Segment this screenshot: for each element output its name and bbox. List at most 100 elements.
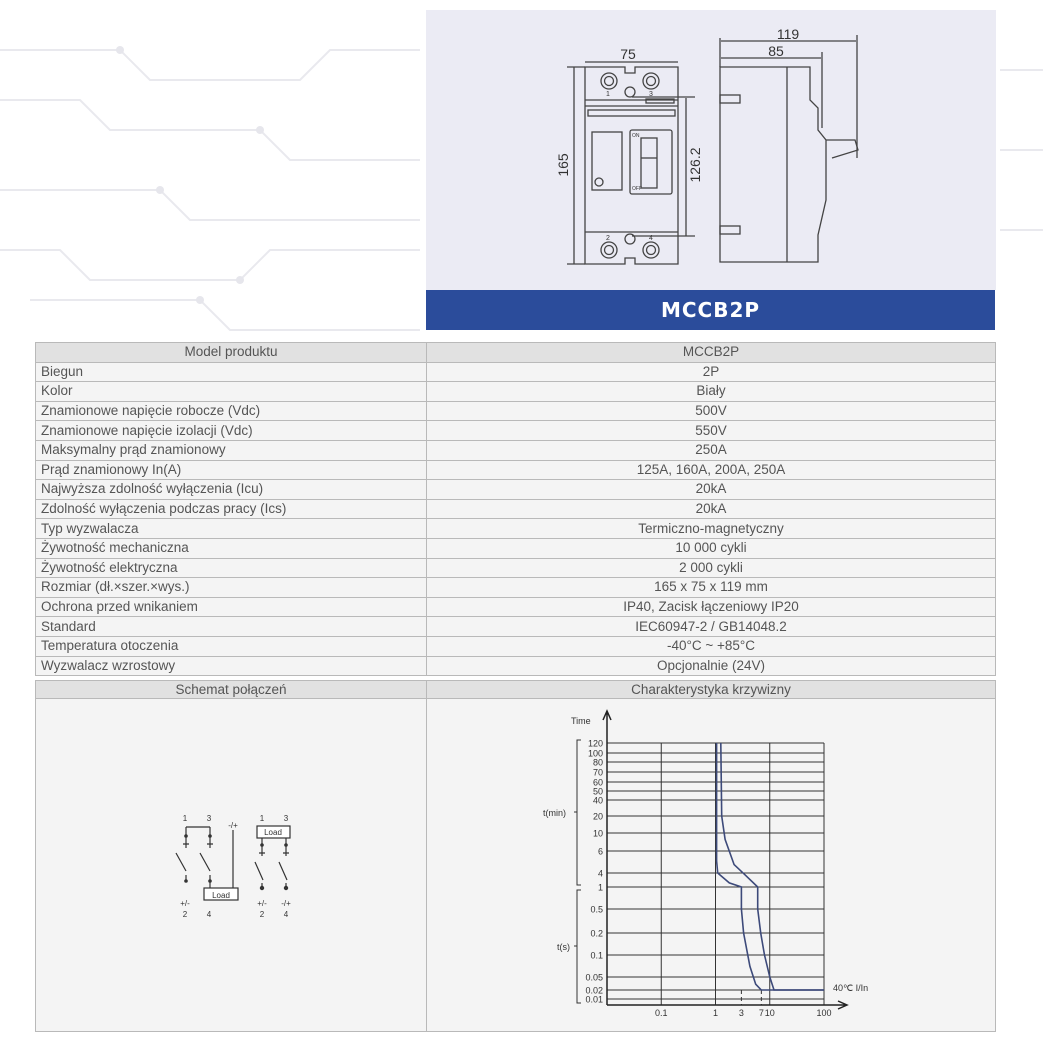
spec-row: Najwyższa zdolność wyłączenia (Icu)20kA <box>35 479 996 500</box>
x-tick-label: 100 <box>816 1008 831 1018</box>
y-tick-label: 60 <box>593 778 603 788</box>
curve-title: Charakterystyka krzywizny <box>426 680 996 699</box>
spec-row: Prąd znamionowy In(A)125A, 160A, 200A, 2… <box>35 459 996 481</box>
terminal-label: 2 <box>606 235 610 242</box>
x-tick-label: 3 <box>739 1008 744 1018</box>
spec-value: 2P <box>426 361 996 383</box>
terminal-label: 3 <box>649 91 653 98</box>
dimension-drawing: 75 119 85 165 126.2 ON OFF 1 3 2 4 <box>555 26 859 265</box>
y-tick-label: 4 <box>598 869 603 879</box>
y-tick-label: 0.2 <box>590 929 603 939</box>
schematic-title: Schemat połączeń <box>35 680 427 699</box>
x-tick-label: 7 <box>759 1008 764 1018</box>
y-tick-label: 6 <box>598 847 603 857</box>
terminal-label: 3 <box>207 814 212 823</box>
circuit-background-pattern <box>0 46 1043 331</box>
y-tick-label: 0.02 <box>585 986 603 996</box>
spec-value: IEC60947-2 / GB14048.2 <box>426 616 996 637</box>
diagrams-section: Schemat połączeń Charakterystyka krzywiz… <box>35 680 996 1032</box>
spec-value: Opcjonalnie (24V) <box>426 655 996 677</box>
y-tick-label: 50 <box>593 787 603 797</box>
load-label: Load <box>264 828 282 837</box>
y-tick-label: 120 <box>588 739 603 749</box>
spec-value: 10 000 cykli <box>426 537 996 559</box>
polarity-label: -/+ <box>228 821 238 830</box>
spec-label: Standard <box>35 616 427 637</box>
trip-curve-lower-bound <box>715 743 824 991</box>
spec-value: -40°C ~ +85°C <box>426 635 996 657</box>
y-tick-label: 0.01 <box>585 995 603 1005</box>
spec-table-header: Model produktu MCCB2P <box>35 342 996 363</box>
x-tick-label: 0.1 <box>655 1008 668 1018</box>
y-group-brackets <box>574 739 581 1004</box>
spec-label: Maksymalny prąd znamionowy <box>35 439 427 461</box>
switch-off-label: OFF <box>632 186 642 192</box>
spec-value: 20kA <box>426 479 996 500</box>
y-tick-label: 100 <box>588 749 603 759</box>
header-cell: MCCB2P <box>426 342 996 363</box>
dim-depth-body: 85 <box>768 43 784 59</box>
spec-value: Termiczno-magnetyczny <box>426 518 996 539</box>
terminal-label: 2 <box>260 910 265 919</box>
polarity-label: +/- <box>257 899 267 908</box>
y-tick-label: 0.5 <box>590 905 603 915</box>
y-group-label-min: t(min) <box>543 808 566 818</box>
spec-value: 500V <box>426 400 996 422</box>
terminal-label: 4 <box>649 235 653 242</box>
spec-value: IP40, Zacisk łączeniowy IP20 <box>426 596 996 618</box>
load-label: Load <box>212 891 230 900</box>
y-axis-label: Time <box>571 716 591 726</box>
spec-value: 550V <box>426 420 996 441</box>
dim-depth-total: 119 <box>777 26 800 42</box>
spec-label: Wyzwalacz wzrostowy <box>35 655 427 677</box>
spec-value: 250A <box>426 439 996 461</box>
y-tick-label: 0.1 <box>590 951 603 961</box>
dim-mount-height: 126.2 <box>687 147 703 182</box>
spec-label: Rozmiar (dł.×szer.×wys.) <box>35 577 427 598</box>
spec-label: Biegun <box>35 361 427 383</box>
spec-label: Kolor <box>35 381 427 402</box>
spec-label: Najwyższa zdolność wyłączenia (Icu) <box>35 479 427 500</box>
spec-row: Znamionowe napięcie robocze (Vdc)500V <box>35 400 996 422</box>
y-tick-label: 1 <box>598 883 603 893</box>
y-tick-label: 20 <box>593 812 603 822</box>
spec-value: 165 x 75 x 119 mm <box>426 577 996 598</box>
x-tick-label: 10 <box>765 1008 775 1018</box>
trip-curve-chart: Time t(min) t(s) 40℃ I/In 12010080706050… <box>543 709 868 1018</box>
switch-on-label: ON <box>632 133 640 139</box>
terminal-label: 4 <box>207 910 212 919</box>
y-tick-label: 80 <box>593 758 603 768</box>
spec-label: Typ wyzwalacza <box>35 518 427 539</box>
spec-row: Zdolność wyłączenia podczas pracy (Ics)2… <box>35 498 996 520</box>
terminal-label: 1 <box>260 814 265 823</box>
spec-label: Zdolność wyłączenia podczas pracy (Ics) <box>35 498 427 520</box>
trip-curve-upper-bound <box>720 742 824 991</box>
spec-row: Znamionowe napięcie izolacji (Vdc)550V <box>35 420 996 441</box>
polarity-label: +/- <box>180 899 190 908</box>
terminal-label: 2 <box>183 910 188 919</box>
spec-label: Znamionowe napięcie robocze (Vdc) <box>35 400 427 422</box>
front-body-outline <box>584 66 679 265</box>
y-tick-label: 40 <box>593 796 603 806</box>
terminal-label: 3 <box>284 814 289 823</box>
dimension-drawing-panel: 75 119 85 165 126.2 ON OFF 1 3 2 4 <box>426 10 996 290</box>
spec-row: Rozmiar (dł.×szer.×wys.)165 x 75 x 119 m… <box>35 577 996 598</box>
y-group-label-s: t(s) <box>557 942 570 952</box>
spec-value: Biały <box>426 381 996 402</box>
side-body-outline <box>719 66 827 263</box>
spec-label: Żywotność mechaniczna <box>35 537 427 559</box>
dim-height: 165 <box>555 153 571 177</box>
model-banner: MCCB2P <box>426 290 995 330</box>
terminal-label: 1 <box>606 91 610 98</box>
spec-value: 125A, 160A, 200A, 250A <box>426 459 996 481</box>
dim-width-front: 75 <box>620 46 636 62</box>
spec-label: Temperatura otoczenia <box>35 635 427 657</box>
